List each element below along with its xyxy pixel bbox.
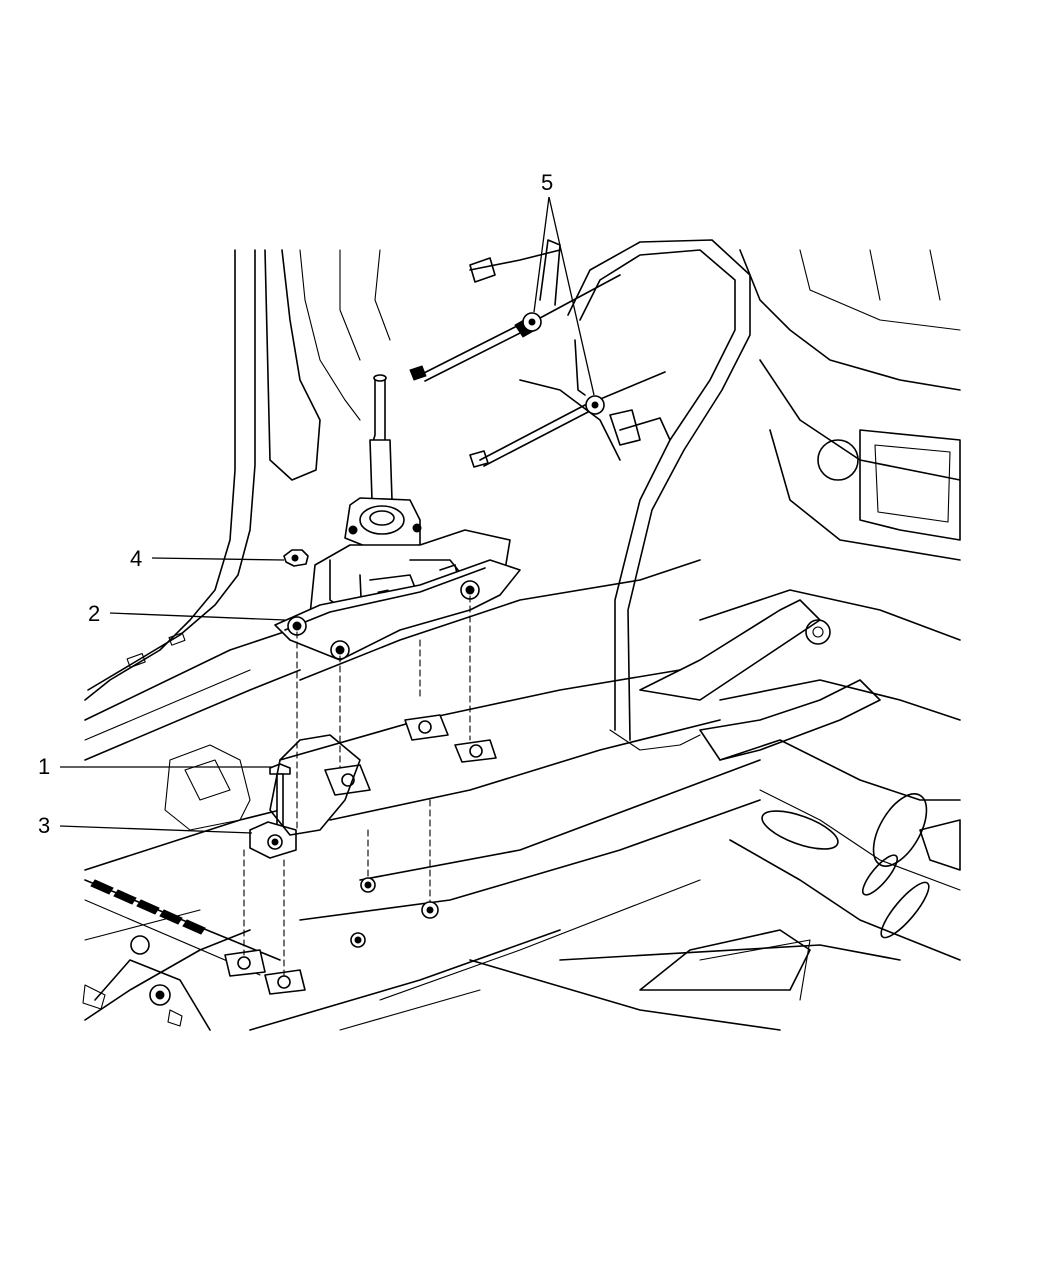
callout-1: 1 [38, 754, 272, 779]
cable-adjusters [409, 239, 671, 468]
shifter-assembly [164, 374, 521, 995]
callout-label-1: 1 [38, 754, 50, 779]
callout-label-4: 4 [130, 546, 142, 571]
callout-label-3: 3 [38, 813, 50, 838]
callout-3: 3 [38, 813, 253, 838]
floor-pan-body [82, 249, 961, 1031]
callout-label-2: 2 [88, 601, 100, 626]
shift-cable [469, 239, 751, 751]
callout-4: 4 [130, 546, 285, 571]
callout-5: 5 [533, 170, 595, 396]
floor-slats [90, 879, 206, 935]
callout-2: 2 [88, 601, 286, 626]
callout-label-5: 5 [541, 170, 553, 195]
